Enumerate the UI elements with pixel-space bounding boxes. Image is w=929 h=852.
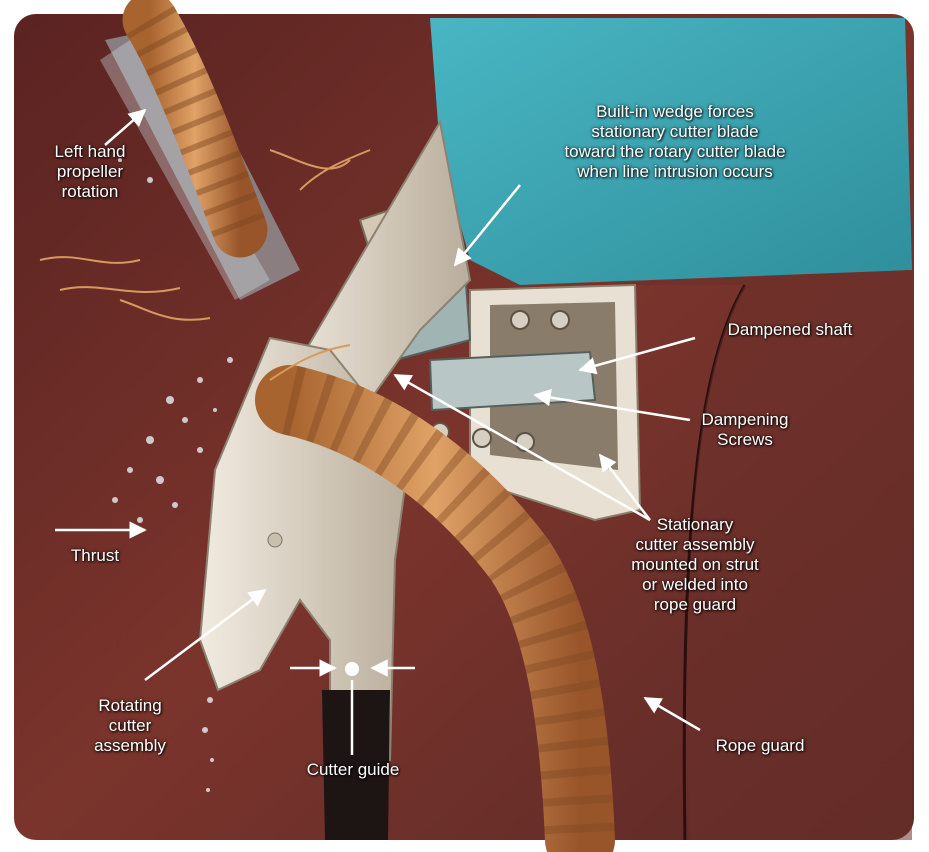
screw <box>473 429 491 447</box>
cutter-guide-dot <box>345 662 359 676</box>
label-wedge-note: Built-in wedge forces stationary cutter … <box>525 102 825 182</box>
cutter-hole <box>268 533 282 547</box>
label-stationary-cutter: Stationary cutter assembly mounted on st… <box>600 515 790 615</box>
label-rope-guard: Rope guard <box>690 736 830 756</box>
screw <box>511 311 529 329</box>
label-rotating-cutter: Rotating cutter assembly <box>70 696 190 756</box>
label-dampened-shaft: Dampened shaft <box>695 320 885 340</box>
label-left-hand-rotation: Left hand propeller rotation <box>20 142 160 202</box>
screw <box>551 311 569 329</box>
label-dampening-screws: Dampening Screws <box>680 410 810 450</box>
label-cutter-guide: Cutter guide <box>278 760 428 780</box>
label-thrust: Thrust <box>55 546 135 566</box>
